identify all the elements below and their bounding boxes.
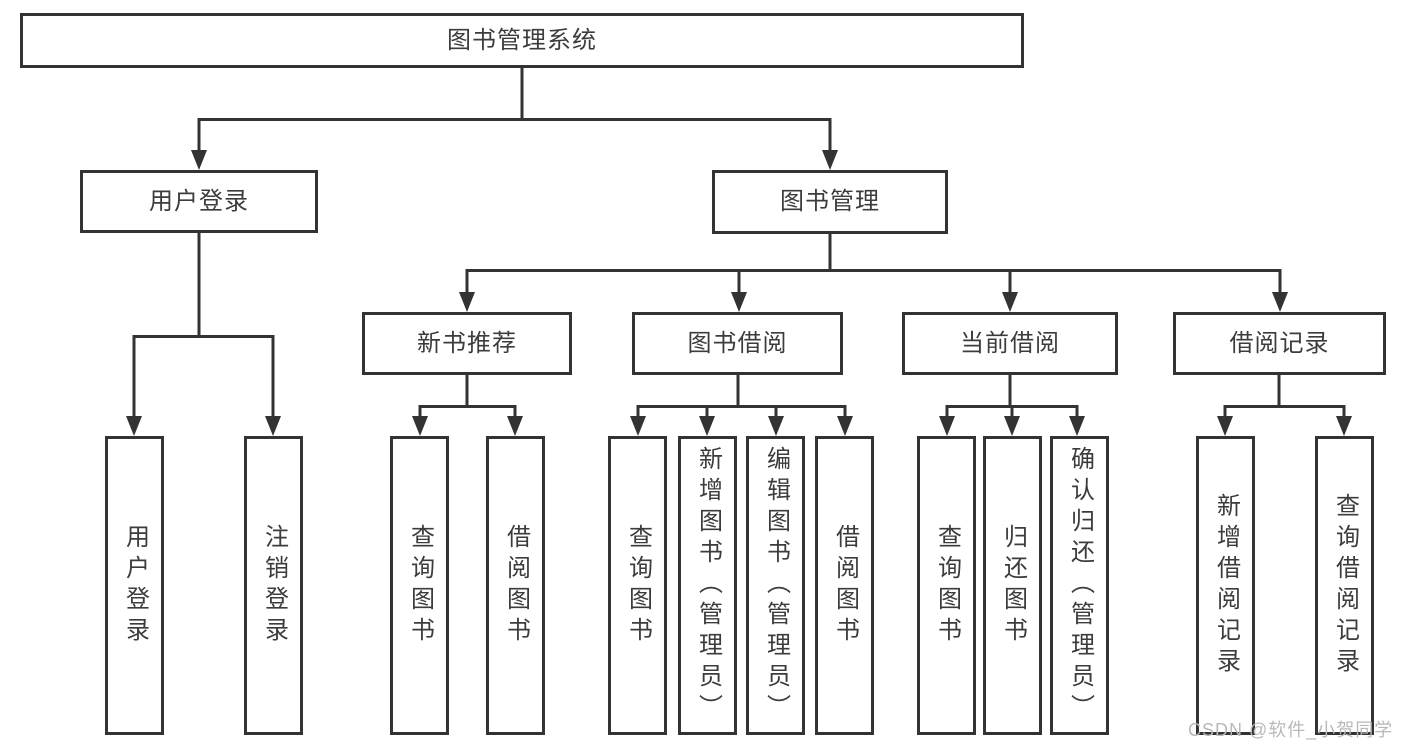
leaf-current-confirm-return-admin-label: 确认归还（管理员）: [1066, 446, 1094, 725]
leaf-user-login-label: 用户登录: [121, 523, 149, 648]
leaf-records-add-record: 新增借阅记录: [1196, 436, 1255, 735]
leaf-borrow-query-books-label: 查询图书: [624, 523, 652, 648]
edge-root-to-level2: [191, 68, 838, 170]
node-new-book-recommend: 新书推荐: [362, 312, 572, 375]
leaf-logout: 注销登录: [244, 436, 303, 735]
leaf-newbook-borrow-books: 借阅图书: [486, 436, 545, 735]
edge-book-mgmt-to-level3: [459, 234, 1288, 312]
csdn-watermark: CSDN @软件_小贺同学: [1188, 720, 1394, 740]
leaf-current-query-books: 查询图书: [917, 436, 976, 735]
edge-records-to-leaves: [1217, 375, 1352, 436]
leaf-borrow-edit-books-admin: 编辑图书（管理员）: [746, 436, 805, 735]
leaf-borrow-edit-books-admin-label: 编辑图书（管理员）: [762, 446, 790, 725]
leaf-newbook-borrow-books-label: 借阅图书: [502, 523, 530, 648]
leaf-borrow-borrow-books: 借阅图书: [815, 436, 874, 735]
leaf-borrow-query-books: 查询图书: [608, 436, 667, 735]
leaf-records-add-record-label: 新增借阅记录: [1212, 492, 1240, 679]
leaf-borrow-add-books-admin: 新增图书（管理员）: [678, 436, 737, 735]
leaf-newbook-query-books-label: 查询图书: [406, 523, 434, 648]
leaf-current-return-books-label: 归还图书: [999, 523, 1027, 648]
leaf-current-return-books: 归还图书: [983, 436, 1042, 735]
node-book-mgmt: 图书管理: [712, 170, 948, 234]
leaf-current-confirm-return-admin: 确认归还（管理员）: [1050, 436, 1109, 735]
leaf-records-query-record-label: 查询借阅记录: [1331, 492, 1359, 679]
node-root-label: 图书管理系统: [447, 26, 597, 54]
node-user-login: 用户登录: [80, 170, 318, 233]
leaf-user-login: 用户登录: [105, 436, 164, 735]
leaf-newbook-query-books: 查询图书: [390, 436, 449, 735]
node-borrow-records: 借阅记录: [1173, 312, 1386, 375]
edge-book-borrow-to-leaves: [630, 375, 853, 436]
node-book-borrow: 图书借阅: [632, 312, 843, 375]
node-root: 图书管理系统: [20, 13, 1024, 68]
leaf-records-query-record: 查询借阅记录: [1315, 436, 1374, 735]
node-book-mgmt-label: 图书管理: [780, 188, 880, 215]
node-current-borrow: 当前借阅: [902, 312, 1118, 375]
node-book-borrow-label: 图书借阅: [687, 329, 788, 357]
leaf-borrow-add-books-admin-label: 新增图书（管理员）: [694, 446, 722, 725]
edge-user-login-to-leaves: [126, 233, 281, 436]
leaf-current-query-books-label: 查询图书: [933, 523, 961, 648]
edge-new-book-to-leaves: [412, 375, 523, 436]
leaf-borrow-borrow-books-label: 借阅图书: [831, 523, 859, 648]
node-current-borrow-label: 当前借阅: [960, 329, 1060, 357]
node-user-login-label: 用户登录: [149, 187, 249, 215]
edge-current-borrow-to-leaves: [939, 375, 1085, 436]
leaf-logout-label: 注销登录: [260, 523, 288, 648]
node-borrow-records-label: 借阅记录: [1229, 329, 1330, 357]
node-new-book-recommend-label: 新书推荐: [417, 329, 517, 357]
